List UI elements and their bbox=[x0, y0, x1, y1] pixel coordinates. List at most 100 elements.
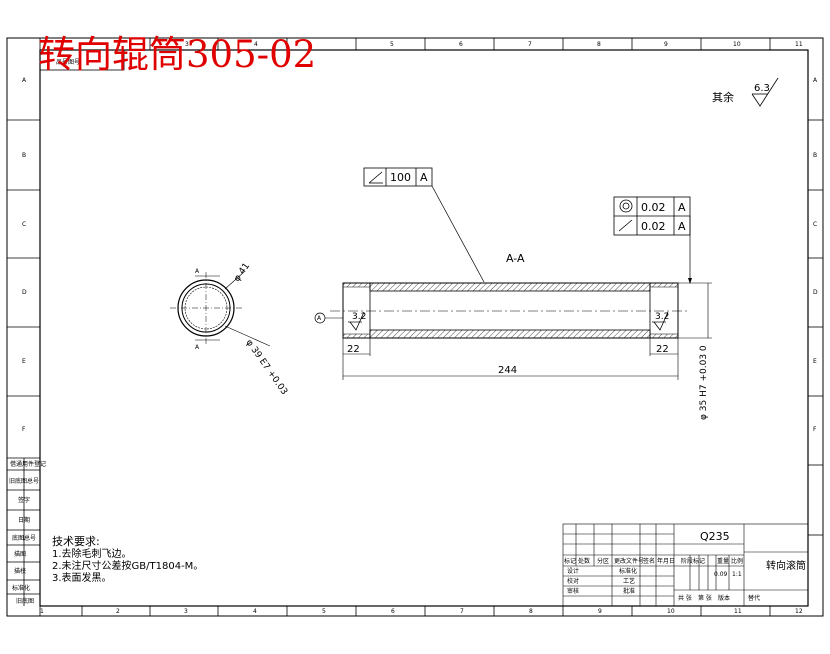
roughness-right: 3.2 bbox=[652, 311, 669, 331]
section-mark-top: A bbox=[195, 268, 200, 275]
row-letters: A B C D E F A B C D E F bbox=[22, 77, 818, 433]
col-number: 8 bbox=[529, 608, 533, 615]
tb-row-label: 分区 bbox=[597, 557, 609, 565]
runout-datum: A bbox=[678, 220, 686, 233]
section-label: A-A bbox=[506, 252, 525, 265]
col-number: 5 bbox=[390, 41, 394, 48]
col-number: 11 bbox=[795, 41, 803, 48]
row-letter: B bbox=[22, 152, 26, 159]
side-stamp-label: 描图 bbox=[14, 550, 26, 558]
geometric-tolerance-frame: 0.02 A 0.02 A bbox=[613, 196, 692, 284]
col-number: 2 bbox=[117, 41, 121, 48]
left-end-dim: 22 bbox=[347, 344, 360, 355]
tb-stage-label: 重量 bbox=[717, 557, 729, 565]
title-block bbox=[562, 523, 809, 607]
runout-value: 0.02 bbox=[641, 220, 666, 233]
col-number: 1 bbox=[40, 608, 44, 615]
col-number: 5 bbox=[322, 608, 326, 615]
perpendicularity-frame: 100 A bbox=[363, 167, 485, 283]
surface-rest-label: 其余 bbox=[712, 90, 734, 104]
tube-section: A bbox=[314, 282, 688, 339]
tb-row-label: 处数 bbox=[578, 557, 590, 565]
surface-rest-value: 6.3 bbox=[754, 83, 770, 94]
tb-left-label: 校对 bbox=[567, 577, 579, 585]
roughness-left-value: 3.2 bbox=[352, 312, 366, 322]
side-stamp-label: 借通用件登记 bbox=[10, 460, 46, 468]
tech-heading: 技术要求: bbox=[52, 535, 100, 548]
side-stamp-label: 旧底图总号 bbox=[9, 477, 39, 485]
side-stamp-labels: 借通用件登记 旧底图总号 签字 日期 底图总号 描图 描校 标准化 旧底图 bbox=[9, 460, 46, 605]
col-number: 6 bbox=[459, 41, 463, 48]
dimension-lines bbox=[342, 282, 712, 380]
section-mark-bottom: A bbox=[195, 344, 200, 351]
tech-line: 1.去除毛刺飞边。 bbox=[52, 547, 132, 560]
tb-stage-label: 阶段标记 bbox=[681, 557, 705, 565]
inner-dia-label: φ 39 E7 +0.03 bbox=[244, 338, 289, 397]
col-number: 9 bbox=[598, 608, 602, 615]
col-number: 12 bbox=[795, 608, 803, 615]
tb-left-label: 标准化 bbox=[619, 567, 637, 575]
col-number: 6 bbox=[391, 608, 395, 615]
tb-left-label: 批准 bbox=[623, 587, 635, 595]
col-number: 1 bbox=[60, 41, 64, 48]
part-name: 转向滚筒 bbox=[766, 559, 806, 572]
row-letter: C bbox=[22, 221, 26, 228]
bore-dia-dim: φ 35 H7 +0.03 0 bbox=[699, 345, 709, 420]
tech-line: 3.表面发黑。 bbox=[52, 571, 112, 584]
tb-sheet-info: 共 张 bbox=[678, 594, 692, 602]
tb-left-label: 设计 bbox=[567, 567, 579, 575]
row-letter: D bbox=[22, 289, 27, 296]
col-number: 3 bbox=[185, 41, 189, 48]
side-stamp-label: 旧底图 bbox=[16, 597, 34, 605]
roughness-left: 3.2 bbox=[348, 311, 366, 331]
row-letter: A bbox=[22, 77, 27, 84]
tb-weight: 0.09 bbox=[714, 571, 728, 578]
col-number: 10 bbox=[733, 41, 741, 48]
row-letter: C bbox=[813, 221, 817, 228]
border-ticks bbox=[7, 38, 823, 616]
concentricity-value: 0.02 bbox=[641, 201, 666, 214]
col-number: 3 bbox=[184, 608, 188, 615]
tb-left-label: 工艺 bbox=[623, 577, 635, 585]
column-numbers-top: 1 2 3 4 5 6 7 8 9 10 11 bbox=[60, 41, 803, 48]
perpendicularity-datum: A bbox=[420, 171, 428, 184]
roughness-right-value: 3.2 bbox=[655, 312, 669, 322]
col-number: 8 bbox=[597, 41, 601, 48]
side-stamp-label: 描校 bbox=[14, 567, 26, 575]
col-number: 9 bbox=[664, 41, 668, 48]
row-letter: F bbox=[813, 426, 817, 433]
tb-sheet-info: 第 张 bbox=[698, 594, 712, 602]
tech-requirements: 技术要求: 1.去除毛刺飞边。 2.未注尺寸公差按GB/T1804-M。 3.表… bbox=[52, 535, 203, 584]
row-letter: D bbox=[813, 289, 818, 296]
tech-line: 2.未注尺寸公差按GB/T1804-M。 bbox=[52, 559, 203, 572]
tb-left-label: 审核 bbox=[567, 587, 579, 595]
row-letter: A bbox=[813, 77, 818, 84]
length-dim: 244 bbox=[498, 365, 517, 376]
side-stamp-label: 签字 bbox=[18, 496, 30, 504]
column-numbers-bottom: 1 2 3 4 5 6 7 8 9 10 11 12 bbox=[40, 608, 803, 615]
tb-row-label: 年月日 bbox=[657, 557, 675, 565]
tb-row-label: 更改文件号 bbox=[614, 557, 644, 565]
perpendicularity-value: 100 bbox=[390, 171, 411, 184]
row-letter: F bbox=[22, 426, 26, 433]
material-label: Q235 bbox=[700, 530, 730, 543]
row-letter: E bbox=[813, 358, 817, 365]
row-letter: B bbox=[813, 152, 817, 159]
tb-row-label: 签名 bbox=[643, 557, 655, 565]
concentricity-datum: A bbox=[678, 201, 686, 214]
col-number: 4 bbox=[254, 41, 258, 48]
datum-symbol: A bbox=[317, 315, 322, 322]
title-block-labels: 标记 处数 分区 更改文件号 签名 年月日 设计 校对 审核 工艺 标准化 批准… bbox=[564, 557, 760, 602]
right-end-dim: 22 bbox=[656, 344, 669, 355]
surface-finish-rest: 其余 6.3 bbox=[712, 77, 779, 107]
col-number: 11 bbox=[734, 608, 742, 615]
row-letter: E bbox=[22, 358, 26, 365]
end-view: A A φ 41 φ 39 E7 +0.03 bbox=[170, 261, 289, 397]
side-stamp-label: 底图总号 bbox=[12, 534, 36, 542]
top-left-box-label: 品号图号 bbox=[56, 59, 80, 66]
overlay-title: 转向辊筒305-02 bbox=[38, 33, 317, 76]
tb-sheet-info: 替代 bbox=[748, 594, 760, 602]
col-number: 10 bbox=[667, 608, 675, 615]
col-number: 7 bbox=[460, 608, 464, 615]
